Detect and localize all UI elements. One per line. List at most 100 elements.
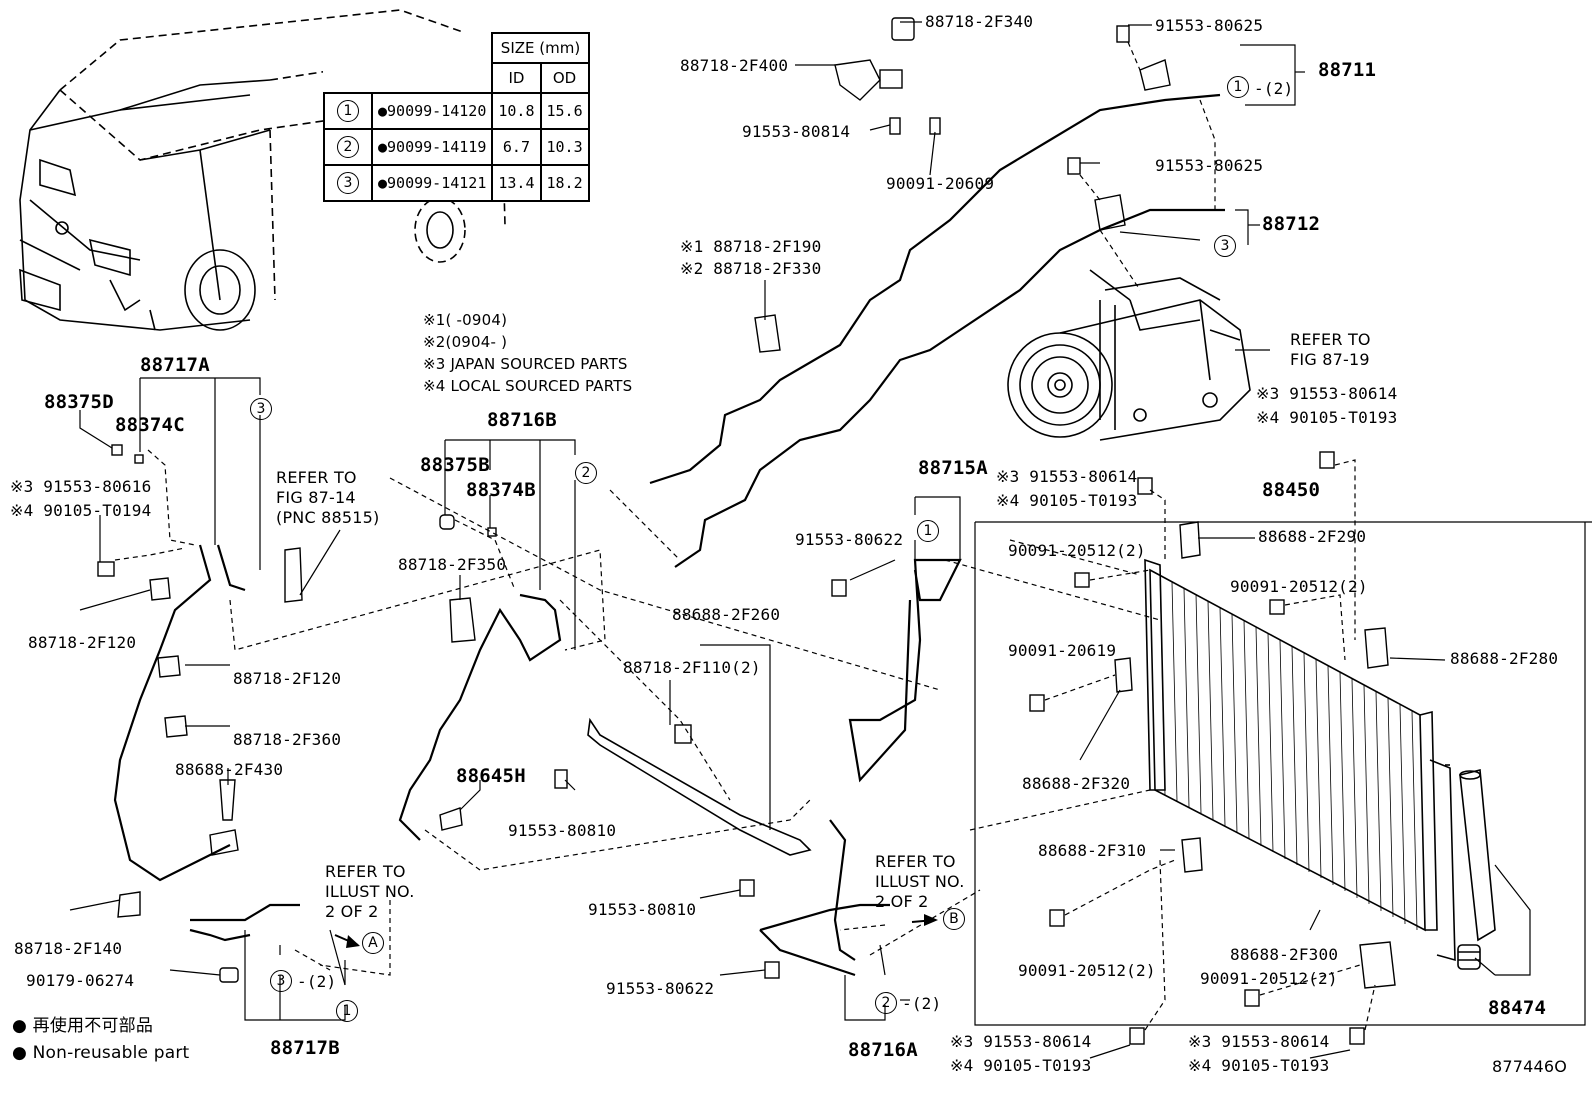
part-label[interactable]: 88688-2F260 bbox=[672, 605, 781, 624]
part-label[interactable]: 88375B bbox=[420, 454, 490, 476]
marker-a[interactable]: A bbox=[362, 932, 384, 954]
part-number: ●90099-14119 bbox=[370, 128, 494, 166]
part-label[interactable]: 88374B bbox=[466, 479, 536, 501]
part-label[interactable]: 88715A bbox=[918, 457, 988, 479]
part-label[interactable]: 91553-80622 bbox=[795, 530, 904, 549]
part-label[interactable]: 88688-2F280 bbox=[1450, 649, 1559, 668]
size-od: 10.3 bbox=[539, 128, 590, 166]
part-label[interactable]: ※1 88718-2F190 bbox=[680, 237, 822, 256]
illustration-id: 877446O bbox=[1492, 1057, 1568, 1076]
part-label[interactable]: 88688-2F430 bbox=[175, 760, 284, 779]
part-label[interactable]: 90091-20512(2) bbox=[1200, 969, 1338, 988]
legend-jp: ● 再使用不可部品 bbox=[12, 1016, 154, 1036]
size-id: 13.4 bbox=[491, 164, 542, 202]
part-label[interactable]: 91553-80814 bbox=[742, 122, 851, 141]
part-label[interactable]: 88717A bbox=[140, 354, 210, 376]
part-label[interactable]: 88718-2F140 bbox=[14, 939, 123, 958]
part-label[interactable]: 91553-80810 bbox=[588, 900, 697, 919]
condenser-illustration bbox=[1144, 558, 1456, 962]
part-label[interactable]: 88718-2F360 bbox=[233, 730, 342, 749]
part-number: ●90099-14120 bbox=[370, 92, 494, 130]
part-label[interactable]: 91553-80622 bbox=[606, 979, 715, 998]
callout-3: 3 bbox=[270, 970, 292, 992]
part-label[interactable]: ※4 90105-T0193 bbox=[950, 1056, 1092, 1075]
col-id: ID bbox=[491, 62, 542, 94]
size-header: SIZE (mm) bbox=[491, 32, 590, 64]
part-label[interactable]: 91553-80625 bbox=[1155, 156, 1264, 175]
part-label[interactable]: ※3 91553-80614 bbox=[996, 467, 1138, 486]
callout-3: 3 bbox=[1214, 235, 1236, 257]
part-label[interactable]: 90179-06274 bbox=[26, 971, 135, 990]
dashed-leaders bbox=[114, 41, 1376, 1031]
part-label[interactable]: ※4 90105-T0193 bbox=[1256, 408, 1398, 427]
part-label[interactable]: 88718-2F110(2) bbox=[623, 658, 761, 677]
callout-1: 1 bbox=[336, 1000, 358, 1022]
refer-illust-b[interactable]: REFER TO ILLUST NO. 2 OF 2 bbox=[875, 852, 965, 911]
part-label[interactable]: 88718-2F350 bbox=[398, 555, 507, 574]
part-label[interactable]: 88688-2F300 bbox=[1230, 945, 1339, 964]
table-row: 3 ●90099-14121 13.4 18.2 bbox=[323, 164, 590, 202]
part-label[interactable]: 88645H bbox=[456, 765, 526, 787]
marker-b[interactable]: B bbox=[943, 908, 965, 930]
part-label[interactable]: 91553-80810 bbox=[508, 821, 617, 840]
size-id: 10.8 bbox=[491, 92, 542, 130]
part-label[interactable]: 88474 bbox=[1488, 997, 1547, 1019]
part-label[interactable]: 88374C bbox=[115, 414, 185, 436]
callout-3: 3 bbox=[250, 398, 272, 420]
refer-illust-a[interactable]: REFER TO ILLUST NO. 2 OF 2 bbox=[325, 862, 415, 921]
part-label[interactable]: 90091-20512(2) bbox=[1230, 577, 1368, 596]
part-label[interactable]: ※3 91553-80614 bbox=[1256, 384, 1398, 403]
size-table: SIZE (mm) ID OD 1 ●90099-14120 10.8 15.6… bbox=[323, 32, 590, 202]
part-label[interactable]: ※3 91553-80614 bbox=[1188, 1032, 1330, 1051]
col-od: OD bbox=[539, 62, 590, 94]
legend-en: ● Non-reusable part bbox=[12, 1043, 190, 1063]
part-label[interactable]: 88711 bbox=[1318, 59, 1377, 81]
callout-qty: -(2) bbox=[297, 972, 337, 991]
part-label[interactable]: 88375D bbox=[44, 391, 114, 413]
part-label[interactable]: ※4 90105-T0194 bbox=[10, 501, 152, 520]
part-label[interactable]: 90091-20512(2) bbox=[1018, 961, 1156, 980]
part-label[interactable]: 90091-20609 bbox=[886, 174, 995, 193]
part-label[interactable]: 88716A bbox=[848, 1039, 918, 1061]
part-label[interactable]: 88718-2F120 bbox=[28, 633, 137, 652]
part-label[interactable]: ※4 90105-T0193 bbox=[1188, 1056, 1330, 1075]
part-label[interactable]: 88688-2F320 bbox=[1022, 774, 1131, 793]
small-parts bbox=[97, 17, 1396, 1045]
desiccant-illustration bbox=[1457, 768, 1496, 970]
bracket-88688-2F260 bbox=[587, 717, 812, 856]
part-label[interactable]: ※4 90105-T0193 bbox=[996, 491, 1138, 510]
compressor-illustration bbox=[1007, 269, 1251, 441]
part-label[interactable]: 88717B bbox=[270, 1037, 340, 1059]
table-row: 1 ●90099-14120 10.8 15.6 bbox=[323, 92, 590, 130]
callout-qty: -(2) bbox=[902, 994, 942, 1013]
condenser-fins bbox=[1159, 574, 1418, 931]
note-1: ※1( -0904) bbox=[423, 311, 508, 329]
callout-1: 1 bbox=[1227, 76, 1249, 98]
refer-fig-87-14[interactable]: REFER TO FIG 87-14 (PNC 88515) bbox=[276, 468, 380, 527]
part-label[interactable]: 88718-2F120 bbox=[233, 669, 342, 688]
note-2: ※2(0904- ) bbox=[423, 333, 508, 351]
size-id: 6.7 bbox=[491, 128, 542, 166]
note-4: ※4 LOCAL SOURCED PARTS bbox=[423, 377, 633, 395]
part-label[interactable]: 88718-2F340 bbox=[925, 12, 1034, 31]
part-label[interactable]: 88712 bbox=[1262, 213, 1321, 235]
row-number: 3 bbox=[337, 172, 359, 194]
refer-fig-87-19[interactable]: REFER TO FIG 87-19 bbox=[1290, 330, 1371, 369]
part-label[interactable]: 91553-80625 bbox=[1155, 16, 1264, 35]
part-label[interactable]: 88718-2F400 bbox=[680, 56, 789, 75]
leader-lines bbox=[69, 21, 1592, 1059]
part-label[interactable]: 88688-2F290 bbox=[1258, 527, 1367, 546]
part-label[interactable]: ※2 88718-2F330 bbox=[680, 259, 822, 278]
callout-2: 2 bbox=[875, 992, 897, 1014]
part-label[interactable]: 90091-20512(2) bbox=[1008, 541, 1146, 560]
part-label[interactable]: 88450 bbox=[1262, 479, 1321, 501]
part-label[interactable]: 88688-2F310 bbox=[1038, 841, 1147, 860]
part-label[interactable]: 90091-20619 bbox=[1008, 641, 1117, 660]
part-label[interactable]: ※3 91553-80614 bbox=[950, 1032, 1092, 1051]
hose-lines bbox=[113, 93, 1225, 977]
part-label[interactable]: ※3 91553-80616 bbox=[10, 477, 152, 496]
row-number: 2 bbox=[337, 136, 359, 158]
row-number: 1 bbox=[337, 100, 359, 122]
part-label[interactable]: 88716B bbox=[487, 409, 557, 431]
